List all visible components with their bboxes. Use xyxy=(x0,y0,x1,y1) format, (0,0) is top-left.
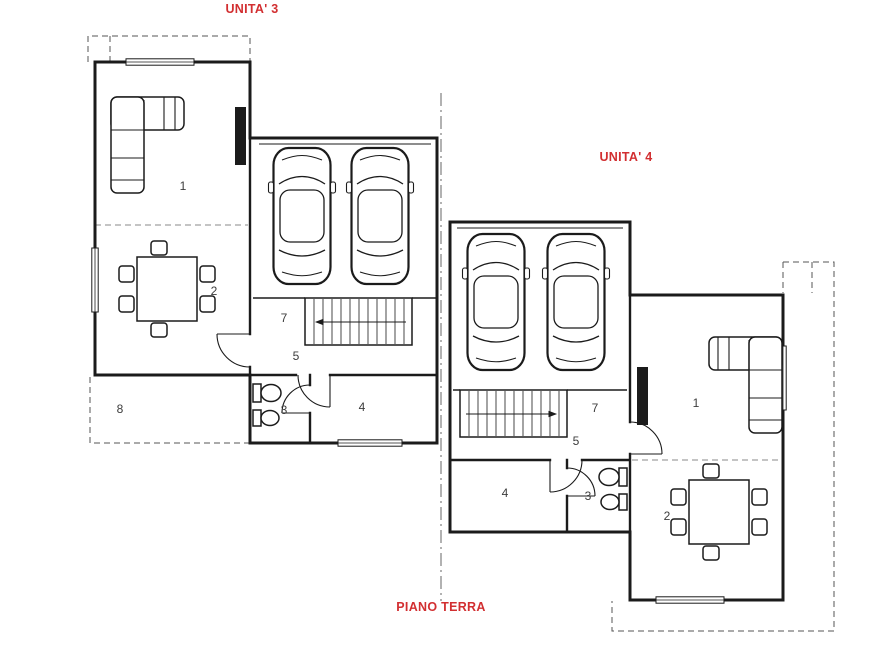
unit3-roof-overhang-dashed xyxy=(87,35,251,62)
unit3-stairs-number: 7 xyxy=(281,311,288,325)
chair-icon xyxy=(751,518,768,536)
chair-icon xyxy=(751,488,768,506)
chair-icon xyxy=(199,295,216,313)
unit4-terrace-dashed-outline xyxy=(611,261,835,632)
unit4-living-number: 1 xyxy=(693,396,700,410)
unit3-bathroom-number: 3 xyxy=(281,403,288,417)
unit3-room4-number: 4 xyxy=(359,400,366,414)
wc-icon xyxy=(598,467,620,487)
unit3-window-west xyxy=(91,247,99,313)
bidet-icon xyxy=(260,409,280,427)
bidet-icon xyxy=(618,493,628,511)
unit3-hallway-number: 5 xyxy=(293,349,300,363)
unit3-window-north xyxy=(125,58,195,66)
unit4-sofa xyxy=(708,336,783,434)
unit3-exterior-walls xyxy=(93,60,439,445)
unit3-window-south xyxy=(337,439,403,447)
chair-icon xyxy=(118,265,135,283)
unit3-wardrobe-bar xyxy=(235,107,246,165)
car-icon xyxy=(345,146,415,286)
unit3-interior-walls xyxy=(248,136,439,445)
unit3-stairs xyxy=(304,297,413,346)
chair-icon xyxy=(199,265,216,283)
wc-icon xyxy=(260,383,282,403)
car-icon xyxy=(461,232,531,372)
unit4-dining-set xyxy=(670,463,768,561)
unit4-window-south xyxy=(655,596,725,604)
floor-title-label: PIANO TERRA xyxy=(396,600,485,614)
unit3-dining-set xyxy=(118,240,216,338)
plan-captions: UNITA' 3 UNITA' 4 PIANO TERRA xyxy=(225,2,652,614)
unit4-hallway-number: 5 xyxy=(573,434,580,448)
unit3-living-number: 1 xyxy=(180,179,187,193)
unit4-plan: 7 5 1 4 3 2 xyxy=(448,220,835,632)
chair-icon xyxy=(670,518,687,536)
chair-icon xyxy=(150,322,168,338)
unit3-bathroom-fixtures xyxy=(252,383,282,427)
dining-table xyxy=(688,479,750,545)
chair-icon xyxy=(702,545,720,561)
unit3-title-label: UNITA' 3 xyxy=(225,2,278,16)
unit3-terrace-dashed-outline xyxy=(89,377,249,444)
dining-table xyxy=(136,256,198,322)
unit4-wardrobe-bar xyxy=(637,367,648,425)
bidet-icon xyxy=(600,493,620,511)
chair-icon xyxy=(702,463,720,479)
chair-icon xyxy=(150,240,168,256)
chair-icon xyxy=(670,488,687,506)
wc-icon xyxy=(618,467,628,487)
wc-icon xyxy=(252,383,262,403)
unit3-sofa xyxy=(110,96,185,194)
unit4-door-swing-arcs xyxy=(549,421,663,497)
unit4-interior-walls xyxy=(448,293,632,534)
unit4-title-label: UNITA' 4 xyxy=(599,150,652,164)
unit4-room4-number: 4 xyxy=(502,486,509,500)
unit3-plan: 1 2 7 5 8 3 4 xyxy=(87,35,439,447)
unit4-stairs xyxy=(459,389,568,438)
car-icon xyxy=(541,232,611,372)
bidet-icon xyxy=(252,409,262,427)
unit3-dining-number: 2 xyxy=(211,284,218,298)
unit4-dining-number: 2 xyxy=(664,509,671,523)
car-icon xyxy=(267,146,337,286)
unit4-bathroom-number: 3 xyxy=(585,489,592,503)
unit4-bathroom-fixtures xyxy=(598,467,628,511)
unit4-stairs-number: 7 xyxy=(592,401,599,415)
chair-icon xyxy=(118,295,135,313)
unit3-terrace-number: 8 xyxy=(117,402,124,416)
unit3-door-swing-arcs xyxy=(216,333,331,414)
